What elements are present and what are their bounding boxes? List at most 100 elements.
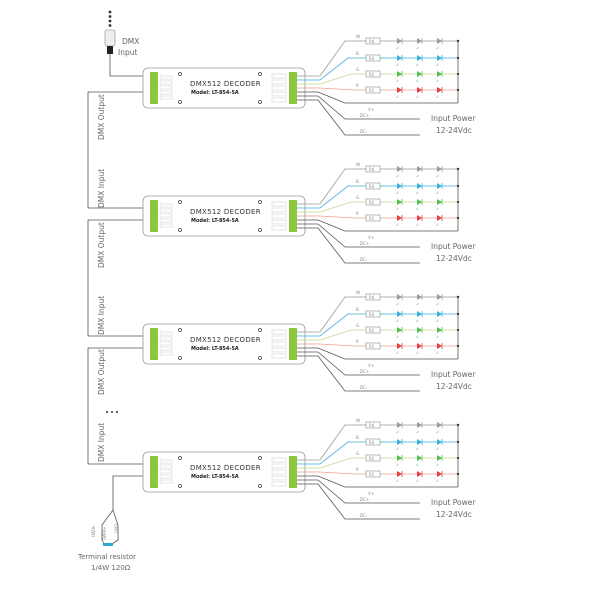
resistor-label: R2	[369, 456, 375, 461]
label-row	[159, 90, 173, 95]
terminal-wire-label: DATA-	[91, 525, 96, 537]
connector-pin-icon	[108, 15, 112, 18]
ellipsis-dot	[111, 411, 113, 413]
channel-wire	[297, 343, 458, 347]
power-wire	[297, 351, 420, 376]
connector-pin-icon	[108, 19, 112, 23]
channel-wire	[297, 329, 458, 341]
led-arrow-icon: ↙	[436, 429, 439, 434]
terminal-wire-label: GND	[114, 524, 119, 533]
connector-pin-icon	[108, 10, 112, 14]
resistor-label: R2	[369, 72, 375, 77]
label-row	[271, 347, 287, 353]
power-wire	[297, 355, 420, 392]
led-icon	[417, 422, 422, 428]
resistor-label: R2	[369, 200, 375, 205]
led-arrow-icon: ↙	[436, 478, 439, 483]
dmx-link-label: DMX Input	[97, 169, 106, 208]
screw-hole-icon	[258, 228, 262, 232]
label-row	[159, 218, 173, 223]
led-icon	[417, 87, 422, 93]
led-icon	[417, 183, 422, 189]
led-arrow-icon: ↙	[436, 94, 439, 99]
led-icon	[437, 199, 442, 205]
connector-pin-icon	[108, 24, 112, 27]
dmx-terminal-block	[150, 200, 158, 232]
channel-wire	[297, 57, 458, 81]
label-row	[159, 336, 173, 341]
dmx-link-label: DMX Output	[97, 94, 106, 140]
led-icon	[437, 215, 442, 221]
power-wire-label: DC-	[360, 129, 368, 134]
led-icon	[417, 55, 422, 61]
channel-letter: R	[356, 211, 359, 216]
led-arrow-icon: ↙	[436, 222, 439, 227]
resistor-icon	[365, 214, 381, 222]
label-row	[271, 201, 287, 207]
power-wire-label: V+	[368, 363, 374, 368]
channel-wire	[297, 313, 458, 337]
power-wire-label: V+	[368, 107, 374, 112]
led-arrow-icon: ↙	[436, 190, 439, 195]
led-arrow-icon: ↙	[396, 222, 399, 227]
label-row	[159, 474, 173, 479]
power-wire	[297, 223, 420, 248]
led-arrow-icon: ↙	[436, 301, 439, 306]
led-icon	[397, 55, 402, 61]
dmx-connector-plug-icon	[107, 46, 113, 54]
input-power-label: Input Power	[431, 498, 476, 507]
led-icon	[397, 311, 402, 317]
channel-letter: B	[356, 51, 359, 56]
led-arrow-icon: ↙	[396, 78, 399, 83]
decoder-model: Model: LT-854-5A	[191, 218, 239, 224]
screw-hole-icon	[178, 328, 182, 332]
resistor-icon	[365, 421, 381, 429]
label-row	[159, 331, 173, 336]
dmx-terminal-block	[150, 456, 158, 488]
channel-letter: B	[356, 307, 359, 312]
label-row	[271, 97, 287, 103]
power-wire	[297, 347, 458, 360]
label-row	[271, 469, 287, 475]
resistor-label: R3	[369, 56, 375, 61]
led-arrow-icon: ↙	[436, 45, 439, 50]
channel-letter: W	[356, 34, 360, 39]
label-row	[271, 91, 287, 97]
channel-letter: B	[356, 435, 359, 440]
resistor-icon	[365, 342, 381, 350]
input-power-voltage: 12-24Vdc	[436, 510, 472, 519]
terminal-wire	[111, 509, 119, 545]
label-row	[271, 225, 287, 231]
resistor-label: R4	[369, 423, 375, 428]
decoder-title: DMX512 DECODER	[190, 80, 261, 88]
led-icon	[437, 294, 442, 300]
channel-wire	[297, 457, 458, 469]
led-icon	[397, 38, 402, 44]
channel-wire	[297, 215, 458, 219]
label-row	[271, 341, 287, 347]
screw-hole-icon	[258, 72, 262, 76]
label-row	[271, 329, 287, 335]
screw-hole-icon	[178, 100, 182, 104]
label-row	[159, 464, 173, 469]
power-wire-label: DC-	[360, 513, 368, 518]
input-power-label: Input Power	[431, 242, 476, 251]
led-icon	[397, 327, 402, 333]
label-row	[159, 346, 173, 351]
power-wire	[297, 479, 420, 504]
resistor-label: R4	[369, 39, 375, 44]
led-icon	[417, 215, 422, 221]
screw-hole-icon	[178, 456, 182, 460]
terminal-resistor-spec: 1/4W 120Ω	[91, 564, 131, 572]
dmx-link-label: DMX Output	[97, 222, 106, 268]
led-icon	[397, 199, 402, 205]
resistor-label: R1	[369, 88, 375, 93]
led-arrow-icon: ↙	[416, 190, 419, 195]
led-icon	[397, 215, 402, 221]
channel-letter: W	[356, 290, 360, 295]
power-wire	[297, 95, 420, 120]
led-icon	[417, 471, 422, 477]
power-wire-label: DC+	[360, 241, 369, 246]
led-arrow-icon: ↙	[416, 478, 419, 483]
